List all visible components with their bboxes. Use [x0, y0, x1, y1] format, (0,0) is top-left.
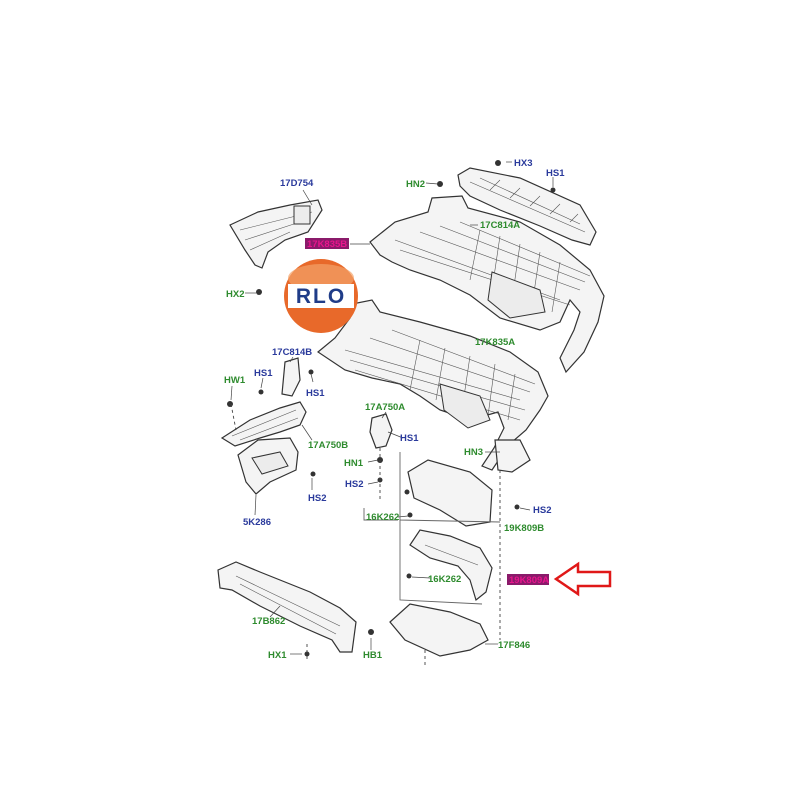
side-bracket-assembly: [220, 401, 307, 495]
part-labels: 17D754 HX2 17K835B HN2 HX3 HS1 17C814A 1…: [224, 158, 565, 661]
bracket-17C814B: [281, 357, 301, 397]
label-HS2-center: HS2: [345, 479, 363, 490]
label-HX2: HX2: [226, 289, 244, 300]
label-16K262-a: 16K262: [366, 512, 399, 523]
rlo-logo: RLO: [284, 259, 358, 333]
label-17A750B: 17A750B: [308, 440, 348, 451]
label-HX1: HX1: [268, 650, 287, 661]
label-HS1-top: HS1: [546, 168, 565, 179]
label-19K809A: 19K809A: [509, 575, 549, 586]
logo-text: RLO: [296, 285, 346, 308]
tray-17F846: [389, 603, 489, 657]
label-HS2-right: HS2: [533, 505, 551, 516]
highlight-19K809A: [507, 574, 549, 585]
label-HB1: HB1: [363, 650, 383, 661]
label-17B862: 17B862: [252, 616, 285, 627]
red-pointer-arrow: [553, 561, 612, 597]
fasteners: [227, 160, 556, 657]
label-HS2-left: HS2: [308, 493, 326, 504]
panel-19K809A: [409, 529, 493, 602]
panel-19K809B: [407, 459, 493, 527]
bumper-cover-17K835A: [316, 299, 549, 473]
label-19K809B: 19K809B: [504, 523, 544, 534]
bumper-cover-17K835B: [369, 195, 605, 374]
label-17K835B: 17K835B: [307, 239, 347, 250]
label-HN2: HN2: [406, 179, 425, 190]
label-17D754: 17D754: [280, 178, 314, 189]
corner-bracket-17D754: [229, 199, 323, 269]
highlight-17K835B: [305, 238, 349, 249]
label-HS1-center: HS1: [400, 433, 419, 444]
label-16K262-b: 16K262: [428, 574, 461, 585]
label-17F846: 17F846: [498, 640, 530, 651]
label-HS1-left: HS1: [254, 368, 273, 379]
bracket-17A750A: [369, 413, 393, 449]
label-HX3: HX3: [514, 158, 532, 169]
label-17C814A: 17C814A: [480, 220, 520, 231]
label-HN3: HN3: [464, 447, 483, 458]
leader-lines: [230, 161, 554, 665]
label-HN1: HN1: [344, 458, 364, 469]
label-17K835A: 17K835A: [475, 337, 515, 348]
label-HW1: HW1: [224, 375, 246, 386]
beam-17B862: [217, 561, 357, 653]
label-HS1-mid: HS1: [306, 388, 325, 399]
rear-upper-bracket-strip: [457, 167, 597, 246]
group-boxes: [363, 452, 501, 605]
label-17A750A: 17A750A: [365, 402, 405, 413]
label-5K286: 5K286: [243, 517, 271, 528]
label-17C814B: 17C814B: [272, 347, 312, 358]
